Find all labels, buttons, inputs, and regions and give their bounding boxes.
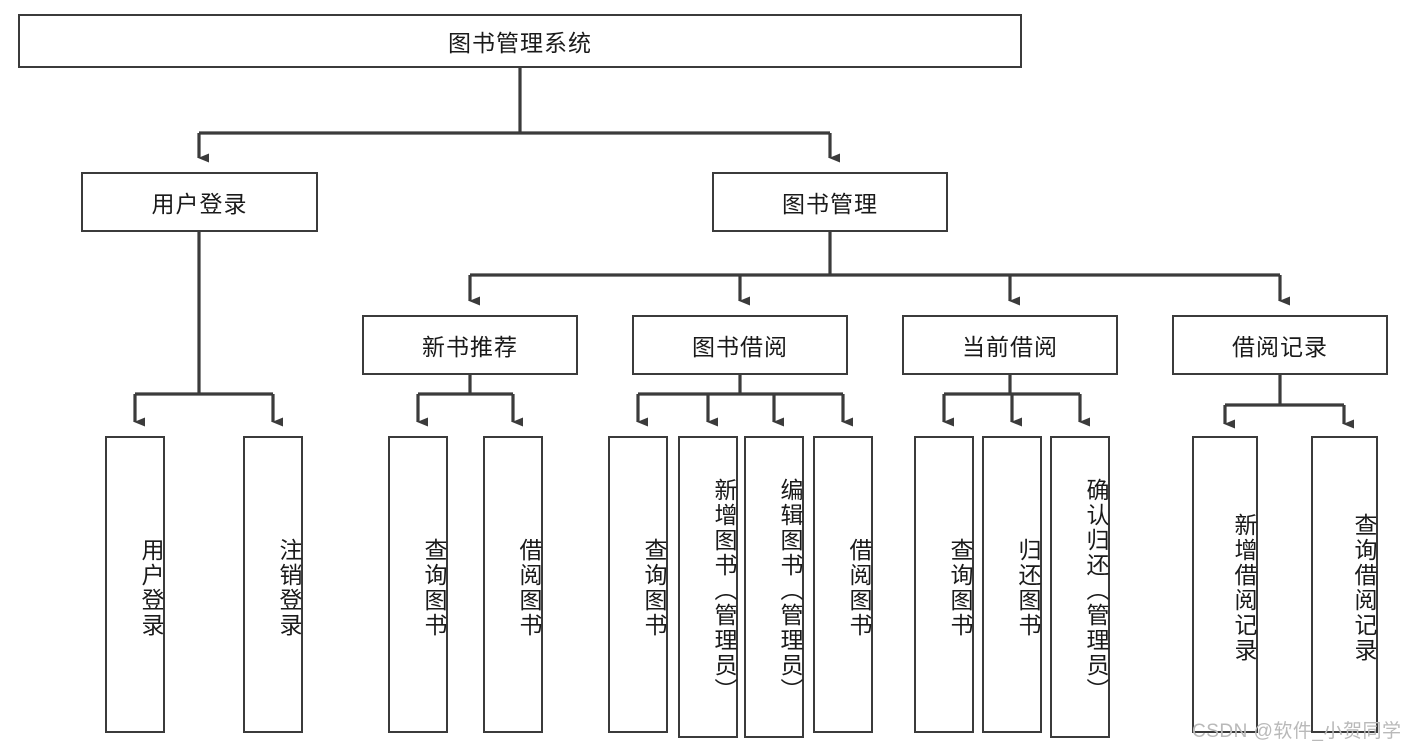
leaf-edit-book-admin[interactable]: 编辑图书（管理员） (744, 436, 804, 738)
node-root[interactable]: 图书管理系统 (18, 14, 1022, 68)
node-user-login[interactable]: 用户登录 (81, 172, 318, 232)
leaf-confirm-return-admin[interactable]: 确认归还（管理员） (1050, 436, 1110, 738)
leaf-user-login-label: 用户登录 (138, 537, 164, 638)
node-user-login-label: 用户登录 (151, 191, 248, 217)
leaf-query-borrow-record-label: 查询借阅记录 (1351, 512, 1377, 663)
leaf-borrow-book-label: 借阅图书 (846, 537, 872, 638)
leaf-query-book-recommend-label: 查询图书 (421, 537, 447, 638)
node-borrow-records[interactable]: 借阅记录 (1172, 315, 1388, 375)
node-book-borrow[interactable]: 图书借阅 (632, 315, 848, 375)
node-current-borrow[interactable]: 当前借阅 (902, 315, 1118, 375)
leaf-query-book-borrow[interactable]: 查询图书 (608, 436, 668, 733)
leaf-add-book-admin[interactable]: 新增图书（管理员） (678, 436, 738, 738)
leaf-query-book-borrow-label: 查询图书 (641, 537, 667, 638)
leaf-logout-label: 注销登录 (276, 537, 302, 638)
leaf-add-book-admin-label: 新增图书（管理员） (711, 477, 737, 703)
node-new-book-recommend-label: 新书推荐 (422, 334, 518, 360)
leaf-query-book-current[interactable]: 查询图书 (914, 436, 974, 733)
node-book-borrow-label: 图书借阅 (692, 334, 788, 360)
leaf-logout[interactable]: 注销登录 (243, 436, 303, 733)
node-borrow-records-label: 借阅记录 (1232, 334, 1328, 360)
leaf-add-borrow-record-label: 新增借阅记录 (1231, 512, 1257, 663)
leaf-return-book-label: 归还图书 (1015, 537, 1041, 638)
csdn-watermark: CSDN @软件_小贺同学 (1192, 721, 1402, 742)
leaf-query-book-recommend[interactable]: 查询图书 (388, 436, 448, 733)
leaf-add-borrow-record[interactable]: 新增借阅记录 (1192, 436, 1258, 733)
leaf-query-borrow-record[interactable]: 查询借阅记录 (1311, 436, 1378, 733)
leaf-borrow-book-recommend-label: 借阅图书 (516, 537, 542, 638)
leaf-borrow-book-recommend[interactable]: 借阅图书 (483, 436, 543, 733)
node-new-book-recommend[interactable]: 新书推荐 (362, 315, 578, 375)
node-root-label: 图书管理系统 (448, 30, 592, 56)
leaf-confirm-return-admin-label: 确认归还（管理员） (1083, 477, 1109, 703)
leaf-borrow-book[interactable]: 借阅图书 (813, 436, 873, 733)
leaf-query-book-current-label: 查询图书 (947, 537, 973, 638)
node-current-borrow-label: 当前借阅 (962, 334, 1058, 360)
leaf-user-login[interactable]: 用户登录 (105, 436, 165, 733)
node-book-management-label: 图书管理 (782, 191, 878, 217)
leaf-return-book[interactable]: 归还图书 (982, 436, 1042, 733)
leaf-edit-book-admin-label: 编辑图书（管理员） (777, 477, 803, 703)
node-book-management[interactable]: 图书管理 (712, 172, 948, 232)
